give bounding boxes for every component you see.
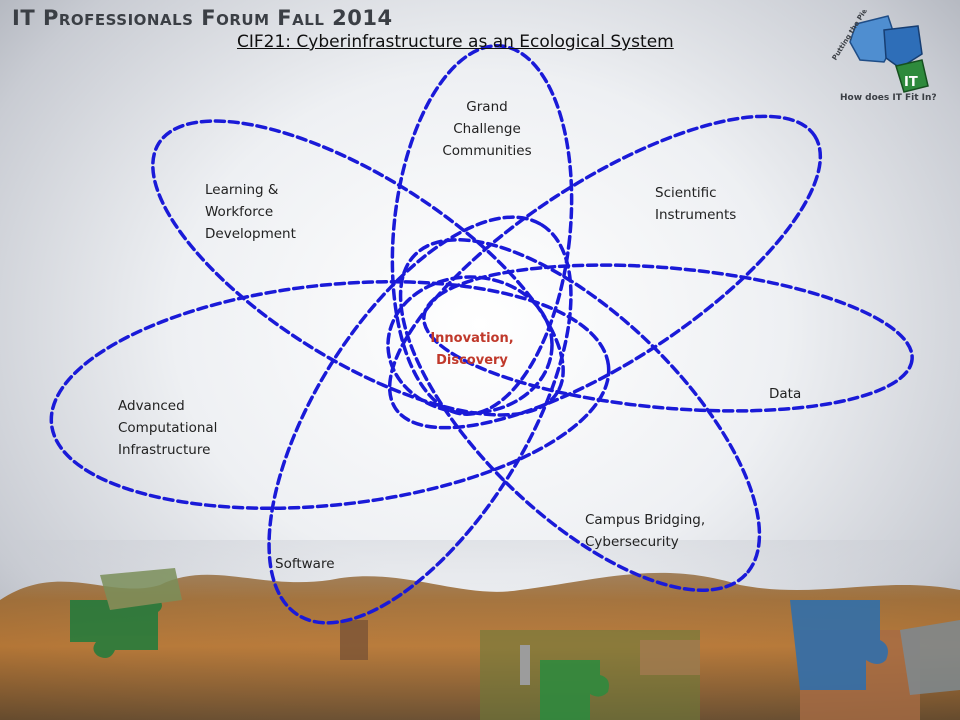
logo-bottom-text: How does IT Fit In?	[840, 93, 937, 103]
page-subtitle: CIF21: Cyberinfrastructure as an Ecologi…	[237, 32, 674, 52]
ellipse-grand-challenge	[390, 44, 574, 416]
ellipse-data	[422, 263, 914, 413]
puzzle-logo: IT Putting the Pieces Together: How does…	[831, 10, 937, 103]
label-campus-bridging: Campus Bridging, Cybersecurity	[585, 512, 706, 550]
puzzle-piece-right	[790, 600, 960, 695]
label-grand-challenge: Grand Challenge Communities	[442, 99, 532, 159]
ellipse-campus-bridging	[398, 238, 762, 592]
label-scientific-instruments: Scientific Instruments	[655, 185, 737, 223]
label-advanced-computational: Advanced Computational Infrastructure	[118, 398, 218, 458]
label-software: Software	[275, 556, 335, 572]
page-title: IT Professionals Forum Fall 2014	[12, 6, 393, 30]
svg-text:IT: IT	[904, 75, 918, 90]
label-learning-workforce: Learning & Workforce Development	[205, 182, 296, 242]
label-innovation-discovery: Innovation, Discovery	[430, 331, 514, 368]
label-data: Data	[769, 386, 802, 402]
puzzle-piece-left	[70, 568, 182, 658]
ellipse-center	[386, 275, 554, 415]
ellipse-scientific-instruments	[387, 114, 823, 430]
puzzle-piece-center	[540, 660, 609, 720]
ellipse-software	[267, 215, 573, 625]
ellipse-advanced-computational	[49, 280, 611, 510]
